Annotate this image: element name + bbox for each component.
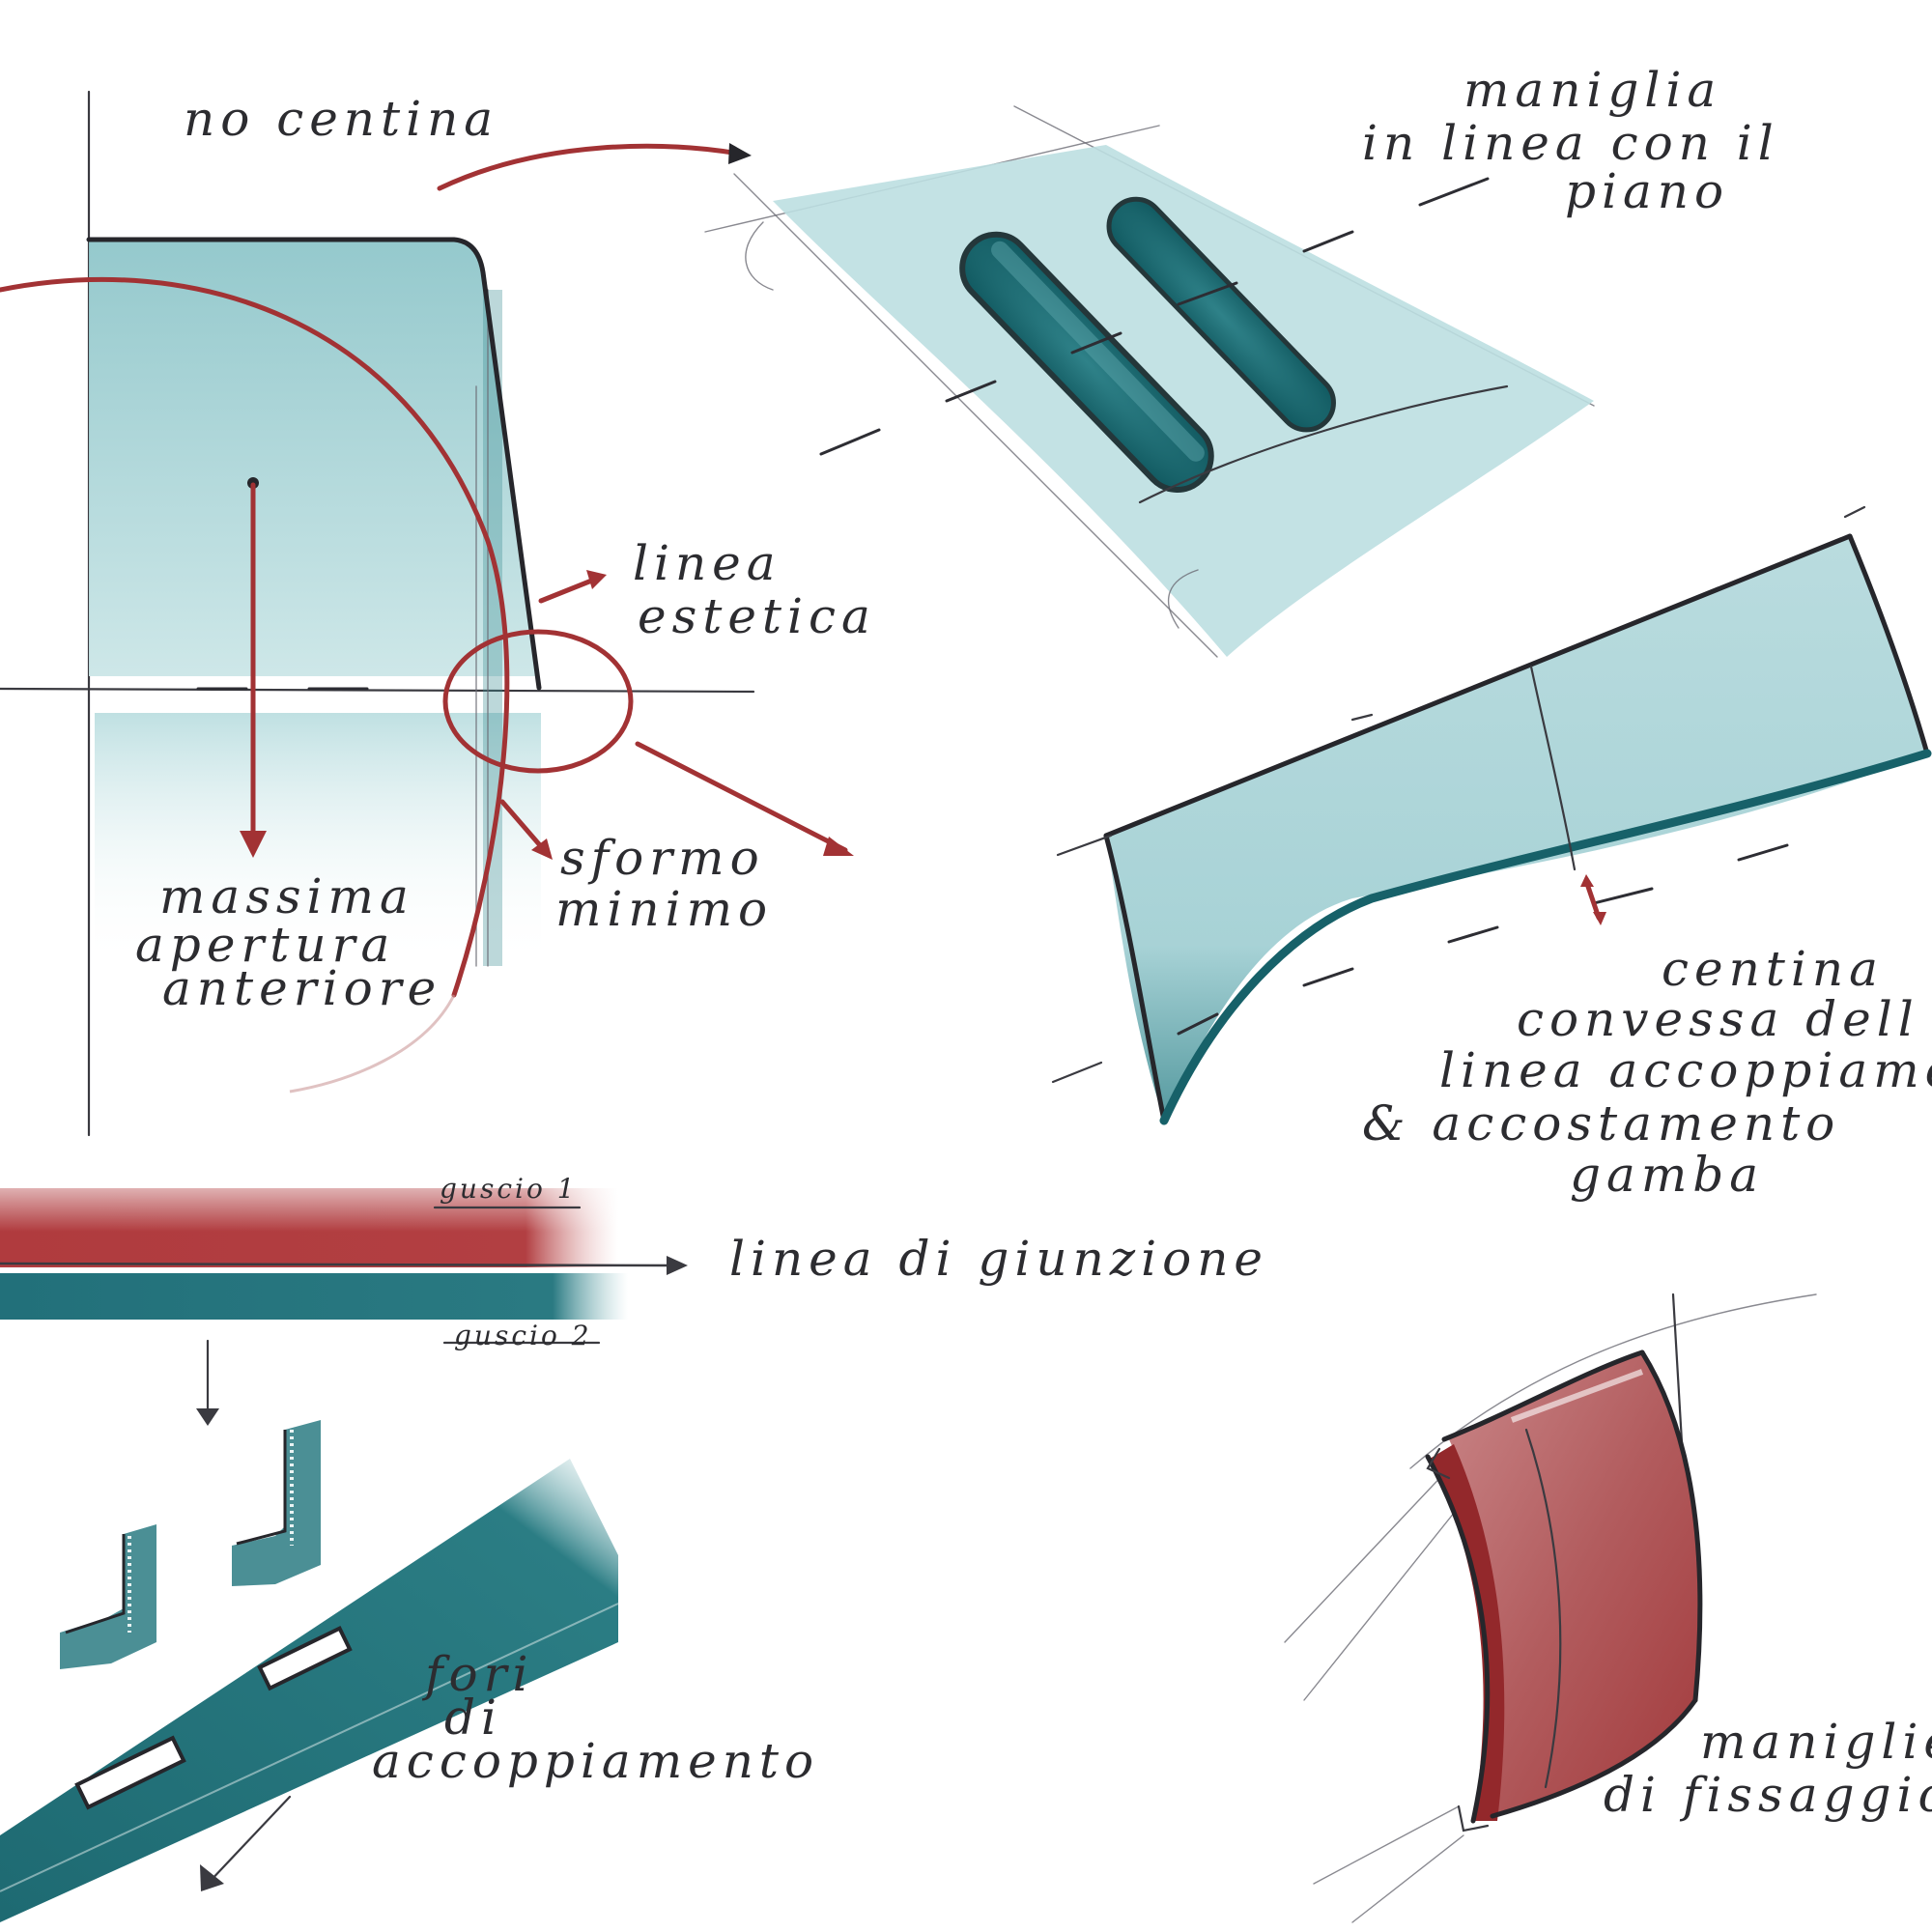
label-linea-accoppiamento: linea accoppiame [1439,1042,1932,1098]
horizontal-axis [0,687,755,694]
label-convessa: convessa dell [1517,991,1919,1047]
label-maniglia: maniglia [1463,62,1721,118]
label-gamba: gamba [1570,1147,1764,1203]
handle-plane-sketch: maniglia in linea con il piano [704,62,1779,658]
joint-line [0,1262,677,1267]
profile-panel-upper [89,242,536,676]
label-anteriore: anteriore [162,960,441,1016]
profile-panel-lower [95,713,541,966]
fixing-handle-sketch: maniglie di fissaggio [1284,1293,1932,1923]
coupling-hole-lower [74,1735,186,1810]
label-centina: centina [1662,941,1884,997]
label-di: di [444,1690,502,1746]
label-estetica: estetica [638,588,876,644]
sformo-arrow [499,799,553,860]
handle-plane [773,145,1594,657]
panel-right-edge [1847,533,1930,756]
coupling-strip [0,1459,618,1922]
coupling-hole-upper [257,1626,353,1691]
opening-arc [0,276,510,998]
label-linea: linea [633,535,781,591]
handle-slot-right [1106,196,1336,433]
panel-bottom-edge [1159,749,1932,1125]
label-guscio-2: guscio 2 [454,1320,592,1351]
shell-2-bar [0,1273,628,1320]
label-no-centina: no centina [184,91,498,147]
panel-left-edge [1103,833,1167,1123]
label-accostamento: & accostamento [1362,1095,1840,1151]
linea-estetica-arrow [538,570,607,604]
label-accoppiamento: accoppiamento [372,1733,819,1789]
label-massima: massima [159,868,414,924]
label-fori: fori [421,1646,534,1702]
convex-panel-sketch: centina convessa dell linea accoppiame &… [1051,505,1932,1203]
label-guscio-1: guscio 1 [440,1173,578,1205]
detail-circle [442,629,634,774]
label-apertura: apertura [135,917,395,973]
panel-top-edge [1103,533,1853,838]
circle-arrow [635,741,854,856]
handle-body [1449,1352,1700,1816]
panel-seam [1529,665,1577,871]
coupling-peg-left [60,1524,156,1669]
label-in-linea: in linea con il [1362,115,1779,171]
label-sformo: sformo [560,830,765,886]
label-maniglie: maniglie [1700,1714,1932,1770]
no-centina-arrow [437,143,752,191]
label-linea-di-giunzione: linea di giunzione [729,1231,1268,1287]
coupling-peg-right [232,1420,321,1586]
label-minimo: minimo [555,881,773,937]
label-di-fissaggio: di fissaggio [1604,1767,1932,1823]
convex-panel [1106,536,1927,1121]
profile-outline [86,237,542,691]
profile-section-sketch: no centina linea estetica sformo minimo … [0,90,876,1137]
shell-joint-sketch: guscio 1 guscio 2 linea di giunzione for… [0,1173,1268,1922]
massima-arrow [240,477,267,858]
label-piano: piano [1565,163,1729,219]
